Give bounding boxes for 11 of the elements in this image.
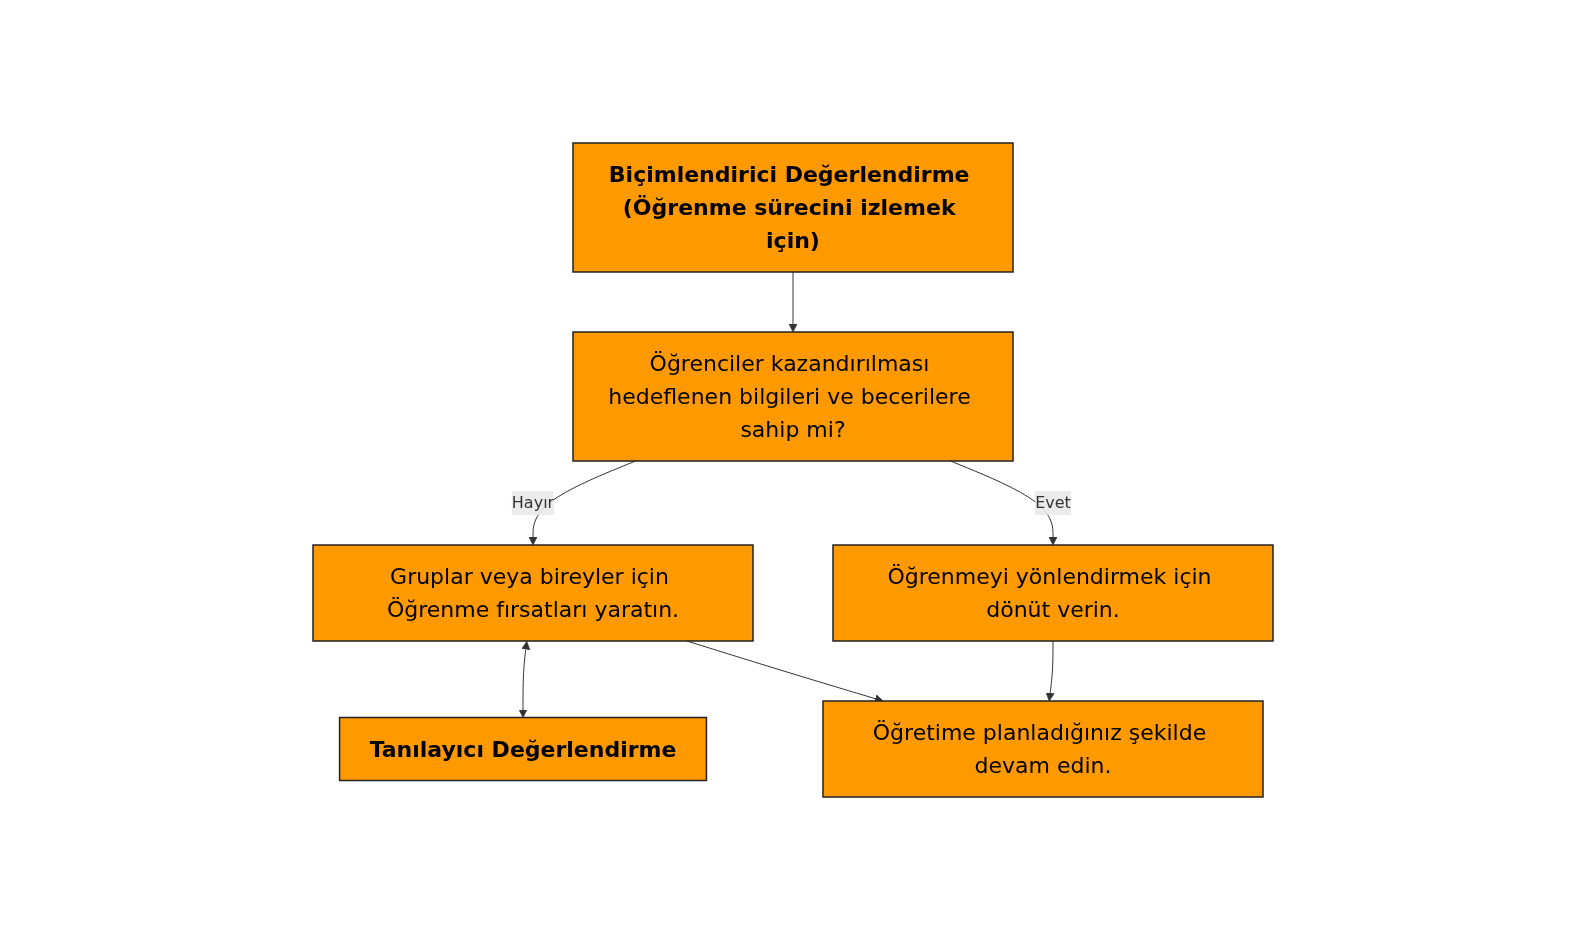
node-box: Gruplar veya bireyler için Öğrenme fırsatları yaratın.: [312, 544, 754, 642]
node-box: Öğretime planladığınız şekilde devam edin.: [822, 700, 1264, 798]
node-box: Öğrenciler kazandırılması hedeflenen bilgileri ve becerilere sahip mi?: [572, 331, 1014, 462]
arrow: [1045, 640, 1055, 702]
node-box: Öğrenmeyi yönlendirmek için dönüt verin.: [832, 544, 1274, 642]
edge-label: Evet: [1035, 493, 1071, 512]
arrow: [518, 641, 531, 718]
node-box: Biçimlendirici Değerlendirme (Öğrenme sürecini izlemek için): [572, 142, 1014, 273]
node-box: Tanılayıcı Değerlendirme: [338, 716, 708, 782]
arrow: [788, 271, 798, 333]
edge-label: Hayır: [511, 493, 555, 512]
